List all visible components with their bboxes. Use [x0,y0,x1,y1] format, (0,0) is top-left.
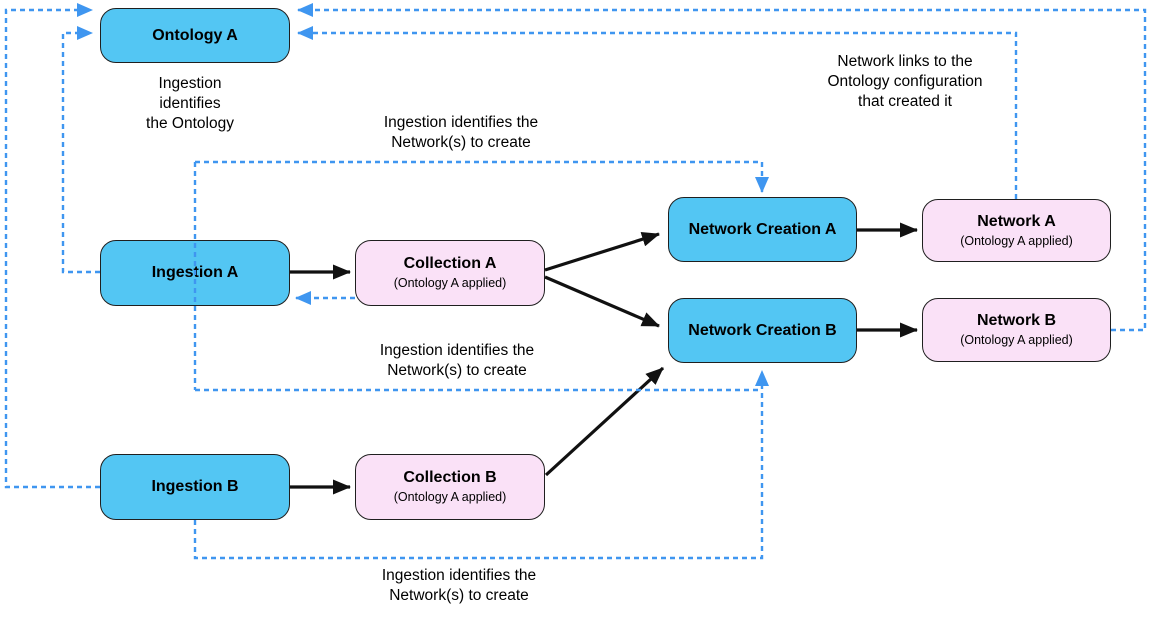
node-collection-a: Collection A (Ontology A applied) [355,240,545,306]
annotation-ingestion-identifies-ontology: Ingestion identifies the Ontology [146,75,234,132]
node-ontology-a: Ontology A [100,8,290,63]
node-collection-b-title: Collection B [403,469,497,486]
node-network-b-title: Network B [976,312,1057,329]
edge-collection-b-to-network-creation-b [544,366,665,477]
node-network-creation-a: Network Creation A [668,197,857,262]
node-ontology-a-title: Ontology A [152,26,238,44]
annotation-ingestion-identifies-networks-mid: Ingestion identifies the Network(s) to c… [379,342,535,379]
node-network-a-subtitle: (Ontology A applied) [960,233,1073,248]
node-network-b-subtitle: (Ontology A applied) [960,333,1073,347]
edge-collection-a-to-network-creation-a [544,231,660,272]
node-network-creation-b-title: Network Creation B [688,321,837,339]
annotation-network-links-ontology: Network links to the Ontology configurat… [827,53,983,110]
annotation-ingestion-identifies-networks-bottom: Ingestion identifies the Network(s) to c… [381,567,537,604]
node-collection-a-title: Collection A [403,255,497,272]
node-ingestion-a: Ingestion A [100,240,290,306]
node-ingestion-b-title: Ingestion B [151,478,239,495]
node-network-b: Network B (Ontology A applied) [922,298,1111,362]
node-network-a-title: Network A [977,212,1056,230]
node-network-creation-b: Network Creation B [668,298,857,363]
annotation-ingestion-identifies-networks-top: Ingestion identifies the Network(s) to c… [383,114,539,151]
node-network-creation-a-title: Network Creation A [688,220,837,238]
edge-ingestion-a-to-ontology-a [61,26,100,274]
node-collection-b-subtitle: (Ontology A applied) [393,490,507,504]
node-ingestion-a-title: Ingestion A [151,264,239,281]
edge-ingestion-a-to-network-creation-a [195,160,769,193]
edge-collection-a-to-network-creation-b [544,275,660,328]
edge-ingestion-b-to-ontology-a [4,3,100,489]
node-collection-b: Collection B (Ontology A applied) [355,454,545,520]
node-ingestion-b: Ingestion B [100,454,290,520]
node-collection-a-subtitle: (Ontology A applied) [393,276,507,290]
node-network-a: Network A (Ontology A applied) [922,199,1111,262]
